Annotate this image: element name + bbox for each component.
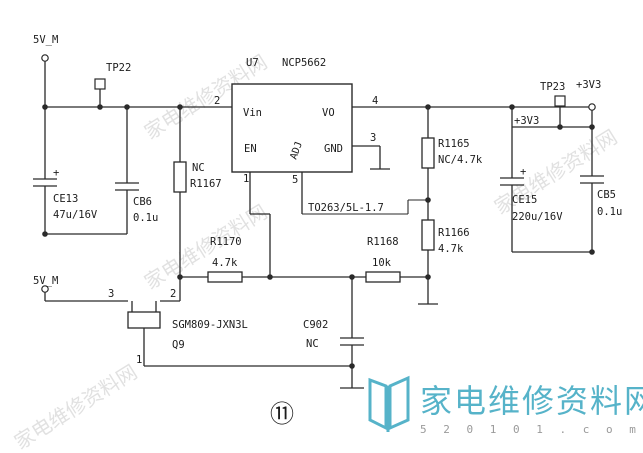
- ce13-plus-sign: +: [53, 167, 59, 179]
- tp22-testpoint: [94, 78, 106, 90]
- u7-pin-vo: VO: [322, 107, 335, 119]
- v5m-top-label: 5V_M: [33, 34, 58, 46]
- ce15-ref: CE15: [512, 194, 537, 206]
- r1168-resistor: [365, 271, 401, 283]
- q9-ref: Q9: [172, 339, 185, 351]
- plus3v3-node-label: +3V3: [514, 115, 539, 127]
- plus3v3-terminal: [588, 103, 596, 111]
- ce15-plus-sign: +: [520, 166, 526, 178]
- c902-ref: C902: [303, 319, 328, 331]
- brand-name: 家电维修资料网: [420, 382, 643, 420]
- r1166-value: 4.7k: [438, 243, 464, 255]
- ce13-ref: CE13: [53, 193, 78, 205]
- u7-pin-en: EN: [244, 143, 257, 155]
- figure-number: ⑪: [270, 400, 294, 428]
- r1168-value: 10k: [372, 257, 392, 269]
- u7-pin-gnd: GND: [324, 143, 343, 155]
- r1166-ref: R1166: [438, 227, 470, 239]
- junction-dot: [589, 249, 595, 255]
- u7-pin-vin: Vin: [243, 107, 262, 119]
- r1170-resistor: [207, 271, 243, 283]
- q9-pin2-number: 2: [170, 288, 176, 300]
- junction-dot: [425, 197, 431, 203]
- cb5-ref: CB5: [597, 189, 616, 201]
- cb5-value: 0.1u: [597, 206, 622, 218]
- brand-watermark: 家电维修资料网 5 2 0 1 0 1 . c o m: [368, 375, 643, 436]
- u7-package: TO263/5L-1.7: [308, 202, 384, 214]
- tp22-label: TP22: [106, 62, 131, 74]
- v5m-top-terminal: [41, 54, 49, 62]
- ce15-value: 220u/16V: [512, 211, 563, 223]
- junction-dot: [349, 363, 355, 369]
- tp23-testpoint: [554, 95, 566, 107]
- r1170-ref: R1170: [210, 236, 242, 248]
- u7-ref: U7: [246, 57, 259, 69]
- r1168-ref: R1168: [367, 236, 399, 248]
- junction-dot: [589, 124, 595, 130]
- junction-dot: [42, 231, 48, 237]
- r1167-ref: R1167: [190, 178, 222, 190]
- brand-url: 5 2 0 1 0 1 . c o m: [420, 423, 641, 436]
- r1165-resistor: [421, 137, 435, 169]
- r1167-nc-label: NC: [192, 162, 205, 174]
- plus3v3-terminal-label: +3V3: [576, 79, 601, 91]
- r1167-resistor: [173, 161, 187, 193]
- u7-pin1-number: 1: [243, 173, 249, 185]
- brand-book-logo: [368, 375, 410, 432]
- junction-dot: [557, 124, 563, 130]
- ce13-value: 47u/16V: [53, 209, 98, 221]
- u7-regulator-body: [231, 83, 353, 173]
- q9-pin1-number: 1: [136, 354, 142, 366]
- u7-part: NCP5662: [282, 57, 326, 69]
- cb6-ref: CB6: [133, 196, 152, 208]
- q9-pin3-number: 3: [108, 288, 114, 300]
- cb6-value: 0.1u: [133, 212, 158, 224]
- r1165-value: NC/4.7k: [438, 154, 483, 166]
- q9-body: [127, 311, 161, 329]
- r1166-resistor: [421, 219, 435, 251]
- r1165-ref: R1165: [438, 138, 470, 150]
- tp23-label: TP23: [540, 81, 565, 93]
- watermark-diag-4: 家电维修资料网: [10, 360, 141, 453]
- q9-part: SGM809-JXN3L: [172, 319, 248, 331]
- junction-dot: [177, 274, 183, 280]
- u7-pin2-number: 2: [214, 95, 220, 107]
- u7-pin5-number: 5: [292, 174, 298, 186]
- u7-pin3-number: 3: [370, 132, 376, 144]
- v5m-mid-label: 5V_M: [33, 275, 58, 287]
- r1170-value: 4.7k: [212, 257, 238, 269]
- c902-value: NC: [306, 338, 319, 350]
- u7-pin4-number: 4: [372, 95, 378, 107]
